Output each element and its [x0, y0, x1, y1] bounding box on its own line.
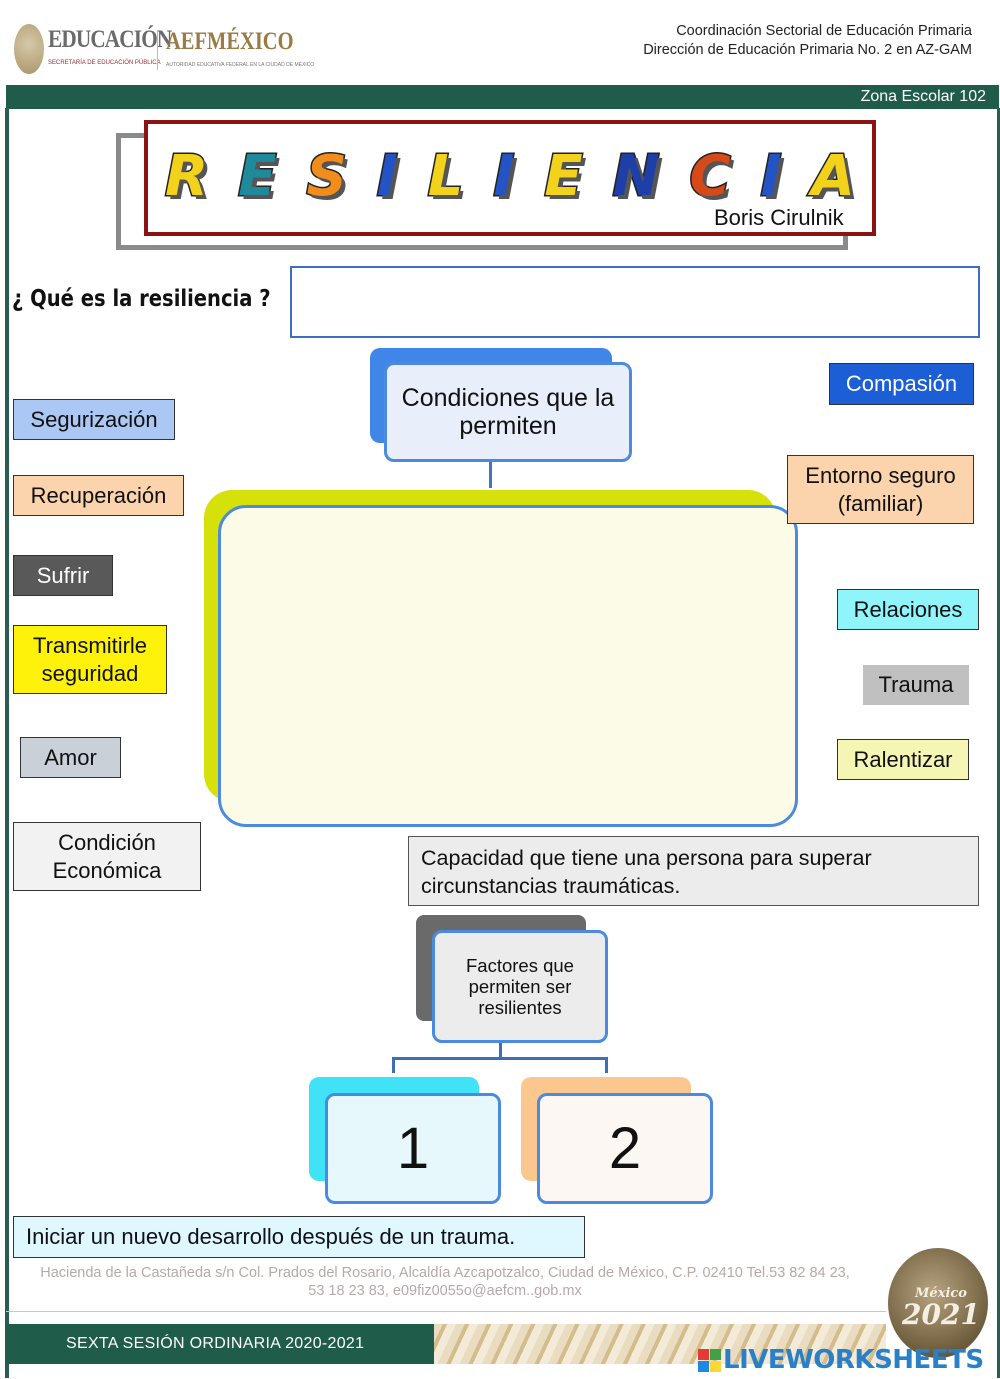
word-tile-amor[interactable]: Amor — [20, 737, 121, 778]
mexico-2021-emblem: México 2021 — [884, 1240, 996, 1365]
title-letter: E — [543, 142, 584, 210]
word-tile-transmitirle-seguridad[interactable]: Transmitirle seguridad — [13, 625, 167, 694]
liveworksheets-logo[interactable]: LIVEWORKSHEETS — [698, 1345, 984, 1375]
conditions-drop-area[interactable] — [218, 505, 798, 827]
serpent-emblem-icon — [888, 1248, 988, 1358]
word-tile-recuperacion[interactable]: Recuperación — [13, 475, 184, 516]
footer-pattern — [434, 1324, 886, 1364]
title-letter: I — [492, 142, 516, 210]
word-tile-ralentizar[interactable]: Ralentizar — [837, 739, 969, 780]
word-tile-trauma[interactable]: Trauma — [863, 665, 969, 705]
title-letter: L — [426, 142, 465, 210]
emblem-country: México — [915, 1286, 967, 1301]
definition-tile[interactable]: Capacidad que tiene una persona para sup… — [408, 836, 979, 906]
eagle-seal-icon — [14, 24, 44, 74]
logo-divider — [157, 30, 158, 70]
factors-node: Factores que permiten ser resilientes — [432, 930, 608, 1043]
answer-input[interactable] — [290, 266, 980, 338]
title-letter: N — [611, 142, 661, 210]
zona-escolar: Zona Escolar 102 — [860, 88, 986, 105]
footer-address: Hacienda de la Castañeda s/n Col. Prados… — [10, 1264, 880, 1300]
liveworksheets-blocks-icon — [698, 1348, 721, 1372]
factor-1-drop-box[interactable]: 1 — [325, 1093, 501, 1204]
sep-logo: EDUCACIÓN SECRETARÍA DE EDUCACIÓN PÚBLIC… — [14, 22, 172, 78]
footer-address-line-1: Hacienda de la Castañeda s/n Col. Prados… — [40, 1265, 850, 1281]
title-letter: C — [688, 142, 732, 210]
aef-logo-word-b: MÉXICO — [207, 28, 294, 55]
footer-address-line-2: 53 18 23 83, e09fiz0055o@aefcm..gob.mx — [308, 1283, 582, 1299]
header-bar — [6, 85, 999, 109]
word-tile-compasion[interactable]: Compasión — [829, 363, 974, 405]
factors-connector-vertical — [499, 1043, 502, 1059]
factor-2-drop-box[interactable]: 2 — [537, 1093, 713, 1204]
title-author: Boris Cirulnik — [714, 205, 844, 230]
factors-connector-left — [392, 1057, 395, 1073]
aef-logo: AEFMÉXICO AUTORIDAD EDUCATIVA FEDERAL EN… — [166, 26, 314, 76]
factors-connector-horizontal — [392, 1057, 608, 1060]
conditions-connector — [489, 462, 492, 488]
liveworksheets-wordmark: LIVEWORKSHEETS — [723, 1345, 984, 1375]
page-frame — [5, 108, 1000, 1378]
title-letter: S — [305, 142, 348, 210]
sep-logo-subtitle: SECRETARÍA DE EDUCACIÓN PÚBLICA — [48, 60, 161, 66]
word-tile-condicion-economica[interactable]: Condición Económica — [13, 822, 201, 891]
title-letter: R — [164, 142, 210, 210]
factors-connector-right — [605, 1057, 608, 1073]
title-frame — [144, 120, 876, 236]
question-text: ¿ Qué es la resiliencia ? — [12, 286, 271, 312]
session-bar: SEXTA SESIÓN ORDINARIA 2020-2021 — [6, 1324, 434, 1364]
word-tile-segurizacion[interactable]: Segurización — [13, 399, 175, 440]
word-tile-entorno-seguro[interactable]: Entorno seguro (familiar) — [787, 455, 974, 524]
title-letter: E — [237, 142, 278, 210]
header-institution: Coordinación Sectorial de Educación Prim… — [643, 22, 972, 60]
conditions-node: Condiciones que la permiten — [384, 362, 632, 462]
aef-logo-subtitle: AUTORIDAD EDUCATIVA FEDERAL EN LA CIUDAD… — [166, 62, 315, 68]
word-tile-relaciones[interactable]: Relaciones — [837, 589, 979, 630]
word-tile-sufrir[interactable]: Sufrir — [13, 555, 113, 596]
header-line-2: Dirección de Educación Primaria No. 2 en… — [643, 42, 972, 58]
title-letter: I — [759, 142, 783, 210]
phrase-tile[interactable]: Iniciar un nuevo desarrollo después de u… — [13, 1216, 585, 1258]
title-letter: A — [810, 142, 856, 210]
header-line-1: Coordinación Sectorial de Educación Prim… — [676, 23, 972, 39]
footer-divider — [6, 1311, 886, 1312]
emblem-year: 2021 — [902, 1298, 980, 1331]
aef-logo-word-a: AEF — [166, 28, 207, 55]
sep-logo-word: EDUCACIÓN — [48, 26, 172, 53]
title-letter: I — [375, 142, 399, 210]
